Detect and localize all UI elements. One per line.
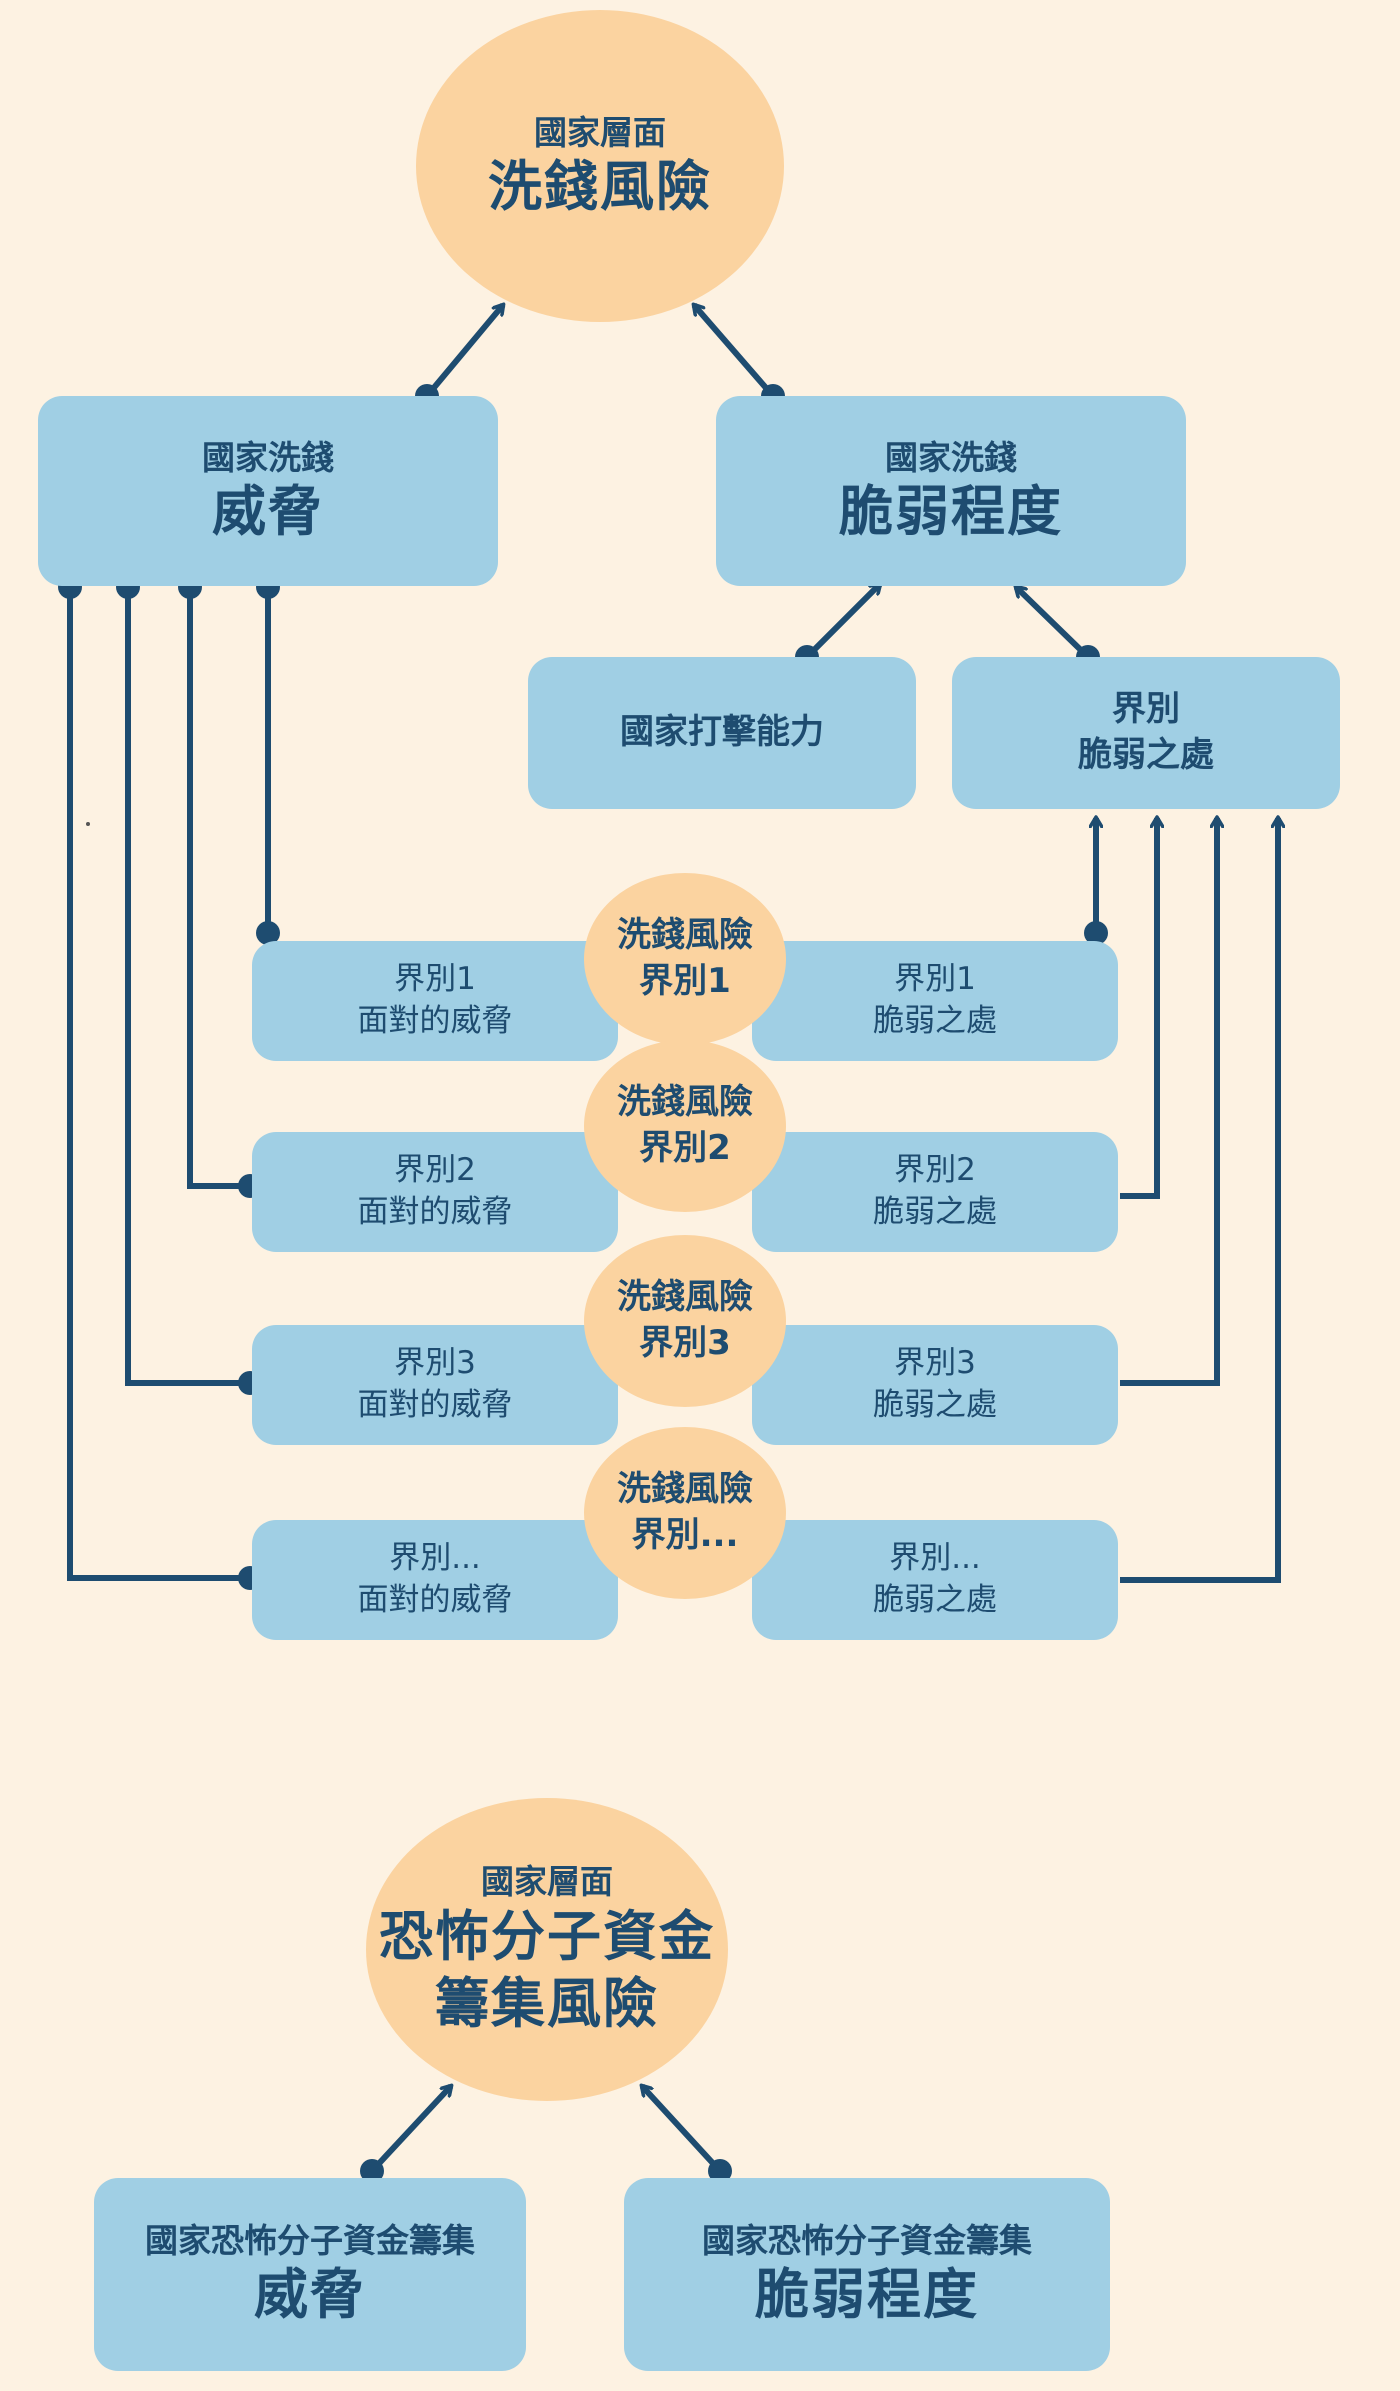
tf-vulnerability-title: 脆弱程度 (755, 2263, 979, 2327)
tf-threat-title: 威脅 (254, 2263, 366, 2327)
line-threat-to-sector-3 (125, 587, 250, 1386)
tf-risk-title-line1: 恐怖分子資金 (379, 1904, 715, 1968)
ml-risk-oval: 國家層面 洗錢風險 (416, 10, 784, 322)
ml-vulnerability-title: 脆弱程度 (839, 479, 1063, 543)
sector-n-threat-label: 界別... (389, 1540, 481, 1577)
sector-2-vuln-box: 界別2 脆弱之處 (752, 1132, 1118, 1252)
sector-n-risk-sector: 界別... (631, 1515, 739, 1555)
line-sector-vuln-2 (1120, 818, 1157, 1199)
sector-n-vuln-box: 界別... 脆弱之處 (752, 1520, 1118, 1640)
sector-n-risk-label: 洗錢風險 (617, 1469, 753, 1510)
sector-2-risk-oval: 洗錢風險 界別2 (584, 1040, 786, 1212)
ml-vulnerability-subtitle: 國家洗錢 (885, 437, 1017, 477)
national-capacity-label: 國家打擊能力 (620, 712, 824, 753)
national-capacity-box: 國家打擊能力 (528, 657, 916, 809)
sector-1-vuln-desc: 脆弱之處 (873, 1003, 997, 1039)
arrow-sector-vuln-to-vulnerability (1016, 587, 1091, 660)
sector-vulnerabilities-line2: 脆弱之處 (1078, 735, 1214, 775)
sector-1-threat-desc: 面對的威脅 (357, 1003, 513, 1039)
line-sector-vuln-3 (1120, 818, 1217, 1386)
sector-1-vuln-label: 界別1 (894, 961, 976, 998)
tf-vulnerability-subtitle: 國家恐怖分子資金籌集 (702, 2221, 1032, 2261)
ml-threat-box: 國家洗錢 威脅 (38, 396, 498, 586)
tf-threat-box: 國家恐怖分子資金籌集 威脅 (94, 2178, 526, 2371)
sector-1-risk-sector: 界別1 (639, 961, 731, 1001)
sector-n-vuln-label: 界別... (889, 1540, 981, 1577)
sector-3-risk-oval: 洗錢風險 界別3 (584, 1235, 786, 1407)
sector-2-risk-sector: 界別2 (639, 1128, 731, 1168)
sector-3-vuln-desc: 脆弱之處 (873, 1387, 997, 1423)
sector-1-vuln-box: 界別1 脆弱之處 (752, 941, 1118, 1061)
sector-2-threat-label: 界別2 (394, 1152, 476, 1189)
tf-threat-subtitle: 國家恐怖分子資金籌集 (145, 2221, 475, 2261)
ml-threat-subtitle: 國家洗錢 (202, 437, 334, 477)
arrow-vulnerability-to-ml-risk (694, 305, 776, 398)
sector-2-vuln-label: 界別2 (894, 1152, 976, 1189)
sector-1-risk-oval: 洗錢風險 界別1 (584, 873, 786, 1045)
sector-n-threat-box: 界別... 面對的威脅 (252, 1520, 618, 1640)
sector-1-risk-label: 洗錢風險 (617, 915, 753, 956)
sector-3-threat-box: 界別3 面對的威脅 (252, 1325, 618, 1445)
ml-vulnerability-box: 國家洗錢 脆弱程度 (716, 396, 1186, 586)
line-threat-to-sector-n (67, 587, 250, 1581)
arrow-tf-threat-to-tf-risk (369, 2086, 451, 2174)
sector-n-vuln-desc: 脆弱之處 (873, 1582, 997, 1618)
ml-threat-title: 威脅 (212, 479, 324, 543)
ml-risk-level: 國家層面 (534, 112, 666, 152)
line-sector-vuln-n (1120, 818, 1278, 1583)
sector-n-threat-desc: 面對的威脅 (357, 1582, 513, 1618)
arrow-tf-vulnerability-to-tf-risk (642, 2086, 723, 2174)
sector-vulnerabilities-line1: 界別 (1112, 689, 1180, 730)
tf-vulnerability-box: 國家恐怖分子資金籌集 脆弱程度 (624, 2178, 1110, 2371)
line-threat-to-sector-2 (187, 587, 250, 1189)
arrow-capacity-to-vulnerability (804, 584, 880, 660)
tf-risk-title-line2: 籌集風險 (435, 1972, 659, 2036)
sector-3-vuln-box: 界別3 脆弱之處 (752, 1325, 1118, 1445)
sector-2-threat-desc: 面對的威脅 (357, 1194, 513, 1230)
sector-3-risk-sector: 界別3 (639, 1323, 731, 1363)
sector-1-threat-label: 界別1 (394, 961, 476, 998)
tf-risk-oval: 國家層面 恐怖分子資金 籌集風險 (366, 1798, 728, 2101)
sector-2-threat-box: 界別2 面對的威脅 (252, 1132, 618, 1252)
sector-n-risk-oval: 洗錢風險 界別... (584, 1427, 786, 1599)
sector-3-risk-label: 洗錢風險 (617, 1277, 753, 1318)
stray-dot (86, 822, 90, 826)
sector-3-vuln-label: 界別3 (894, 1345, 976, 1382)
sector-3-threat-desc: 面對的威脅 (357, 1387, 513, 1423)
sector-3-threat-label: 界別3 (394, 1345, 476, 1382)
sector-2-vuln-desc: 脆弱之處 (873, 1194, 997, 1230)
sector-2-risk-label: 洗錢風險 (617, 1082, 753, 1123)
sector-vulnerabilities-box: 界別 脆弱之處 (952, 657, 1340, 809)
sector-1-threat-box: 界別1 面對的威脅 (252, 941, 618, 1061)
ml-risk-title: 洗錢風險 (488, 154, 712, 218)
arrow-threat-to-ml-risk (424, 305, 503, 398)
tf-risk-level: 國家層面 (481, 1862, 613, 1902)
